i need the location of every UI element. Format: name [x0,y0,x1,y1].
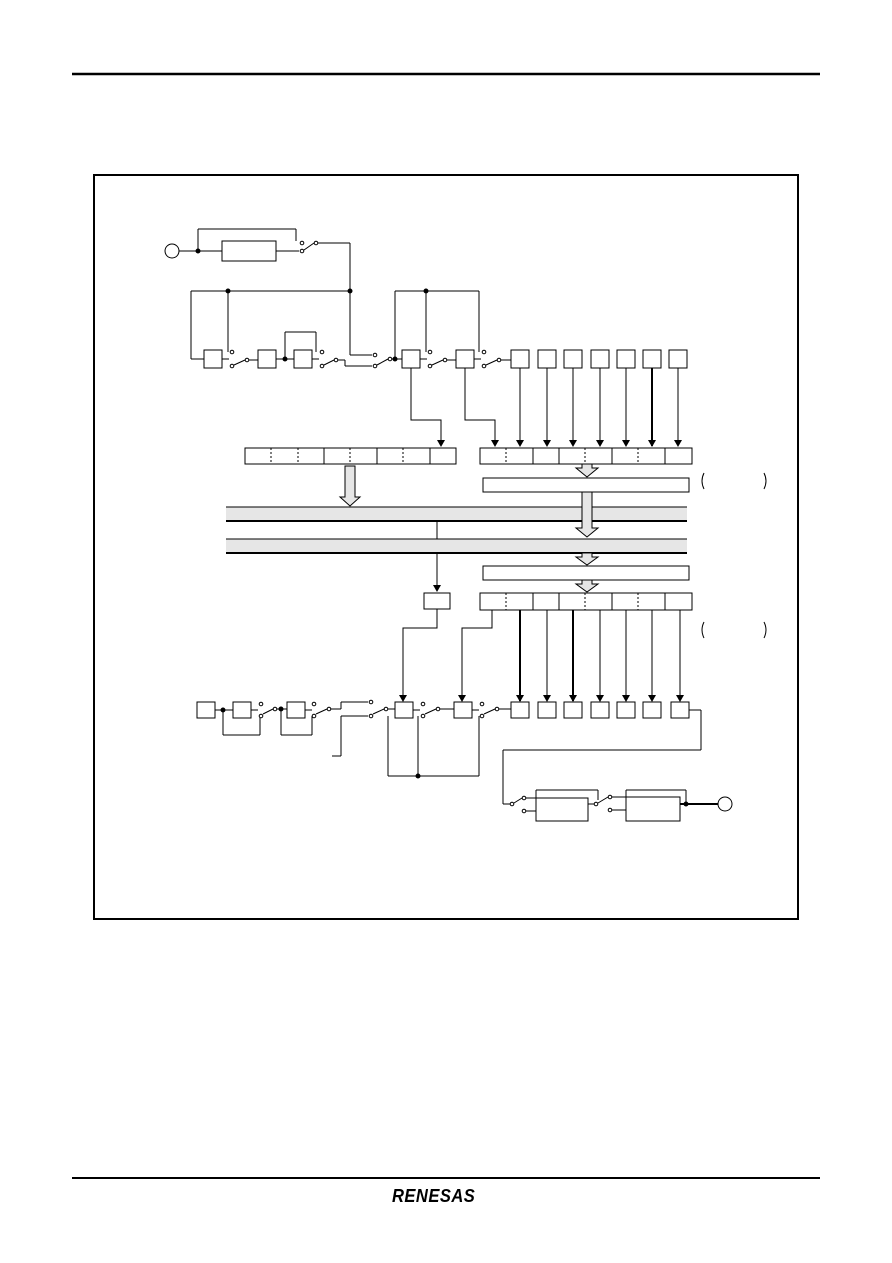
tx-reg-b7 [670,701,690,719]
tx-reg-b1 [510,701,530,719]
bracket-top [701,472,705,490]
output-block-1 [535,797,589,822]
bracket-bottom [701,621,705,639]
transfer-arrow-tx-2 [574,579,600,593]
input-terminal [164,243,180,259]
stage-5 [455,349,475,369]
output-terminal [717,796,733,812]
internal-bus-2 [226,539,687,552]
tx-reg-b5 [616,701,636,719]
tx-stage-1 [196,701,216,719]
tx-stage-3 [286,701,306,719]
stage-3 [293,349,313,369]
tx-stage-5 [453,701,473,719]
stage-4 [401,349,421,369]
reg-stage-a6 [642,349,662,369]
transfer-arrow-rx-1 [574,463,600,478]
tx-stage-4 [394,701,414,719]
tx-reg-b2 [537,701,557,719]
receive-buffer [482,477,690,493]
stage-1 [203,349,223,369]
latch-block [423,592,451,610]
renesas-logo: RENESAS [392,1186,476,1206]
reg-stage-a5 [616,349,636,369]
figure-frame [93,174,799,920]
reg-stage-a3 [563,349,583,369]
transfer-arrow-rx-2 [574,491,600,538]
stage-2 [257,349,277,369]
tx-stage-2 [232,701,252,719]
transfer-arrow-left [338,465,362,507]
transfer-arrow-tx-1 [574,552,600,566]
reg-stage-a2 [537,349,557,369]
output-block-2 [625,796,681,822]
tx-reg-b4 [590,701,610,719]
tx-reg-b6 [642,701,662,719]
transmit-buffer [482,565,690,581]
transmit-shift-register [479,592,693,611]
reg-stage-a1 [510,349,530,369]
internal-bus-1 [226,507,687,520]
reg-stage-a4 [590,349,610,369]
reg-stage-a7 [668,349,688,369]
receive-shift-register [479,447,693,465]
input-block [221,240,277,262]
tx-reg-b3 [563,701,583,719]
